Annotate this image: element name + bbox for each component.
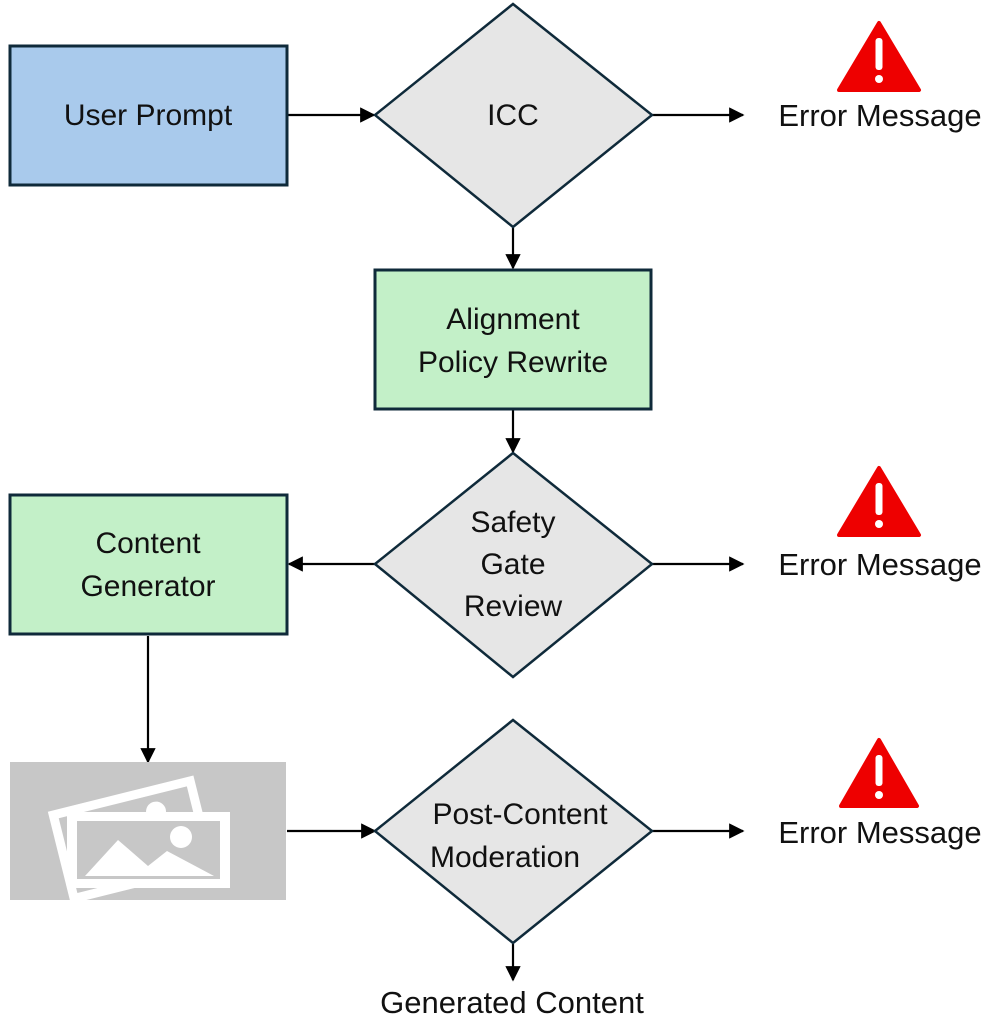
error-message-label: Error Message xyxy=(778,815,981,850)
generator-label-line2: Generator xyxy=(80,570,215,603)
error-output-1: Error Message xyxy=(778,21,982,133)
moderation-label-line1: Post-Content xyxy=(432,798,608,831)
error-output-2: Error Message xyxy=(778,466,982,582)
warning-triangle-icon xyxy=(837,466,921,537)
node-generated-image xyxy=(10,762,286,904)
node-alignment-policy-rewrite: Alignment Policy Rewrite xyxy=(373,268,653,411)
error-output-3: Error Message xyxy=(778,738,982,850)
safety-label-line1: Safety xyxy=(470,506,555,539)
image-icon xyxy=(47,775,230,904)
generator-label-line1: Content xyxy=(95,527,201,560)
warning-triangle-icon xyxy=(839,738,919,808)
alignment-label-line2: Policy Rewrite xyxy=(418,346,608,379)
node-icc: ICC xyxy=(373,2,654,229)
node-post-content-moderation: Post-Content Moderation xyxy=(373,718,654,945)
node-safety-gate-review: Safety Gate Review xyxy=(373,451,654,679)
node-user-prompt: User Prompt xyxy=(8,44,289,187)
moderation-label-line2: Moderation xyxy=(430,841,580,874)
error-message-label: Error Message xyxy=(778,547,981,582)
generated-content-label: Generated Content xyxy=(380,985,644,1019)
user-prompt-label: User Prompt xyxy=(64,99,233,132)
safety-label-line3: Review xyxy=(464,590,563,623)
error-message-label: Error Message xyxy=(778,98,981,133)
node-content-generator: Content Generator xyxy=(8,493,289,636)
warning-triangle-icon xyxy=(837,21,921,92)
safety-label-line2: Gate xyxy=(480,548,545,581)
icc-label: ICC xyxy=(487,99,539,132)
alignment-label-line1: Alignment xyxy=(446,303,580,336)
